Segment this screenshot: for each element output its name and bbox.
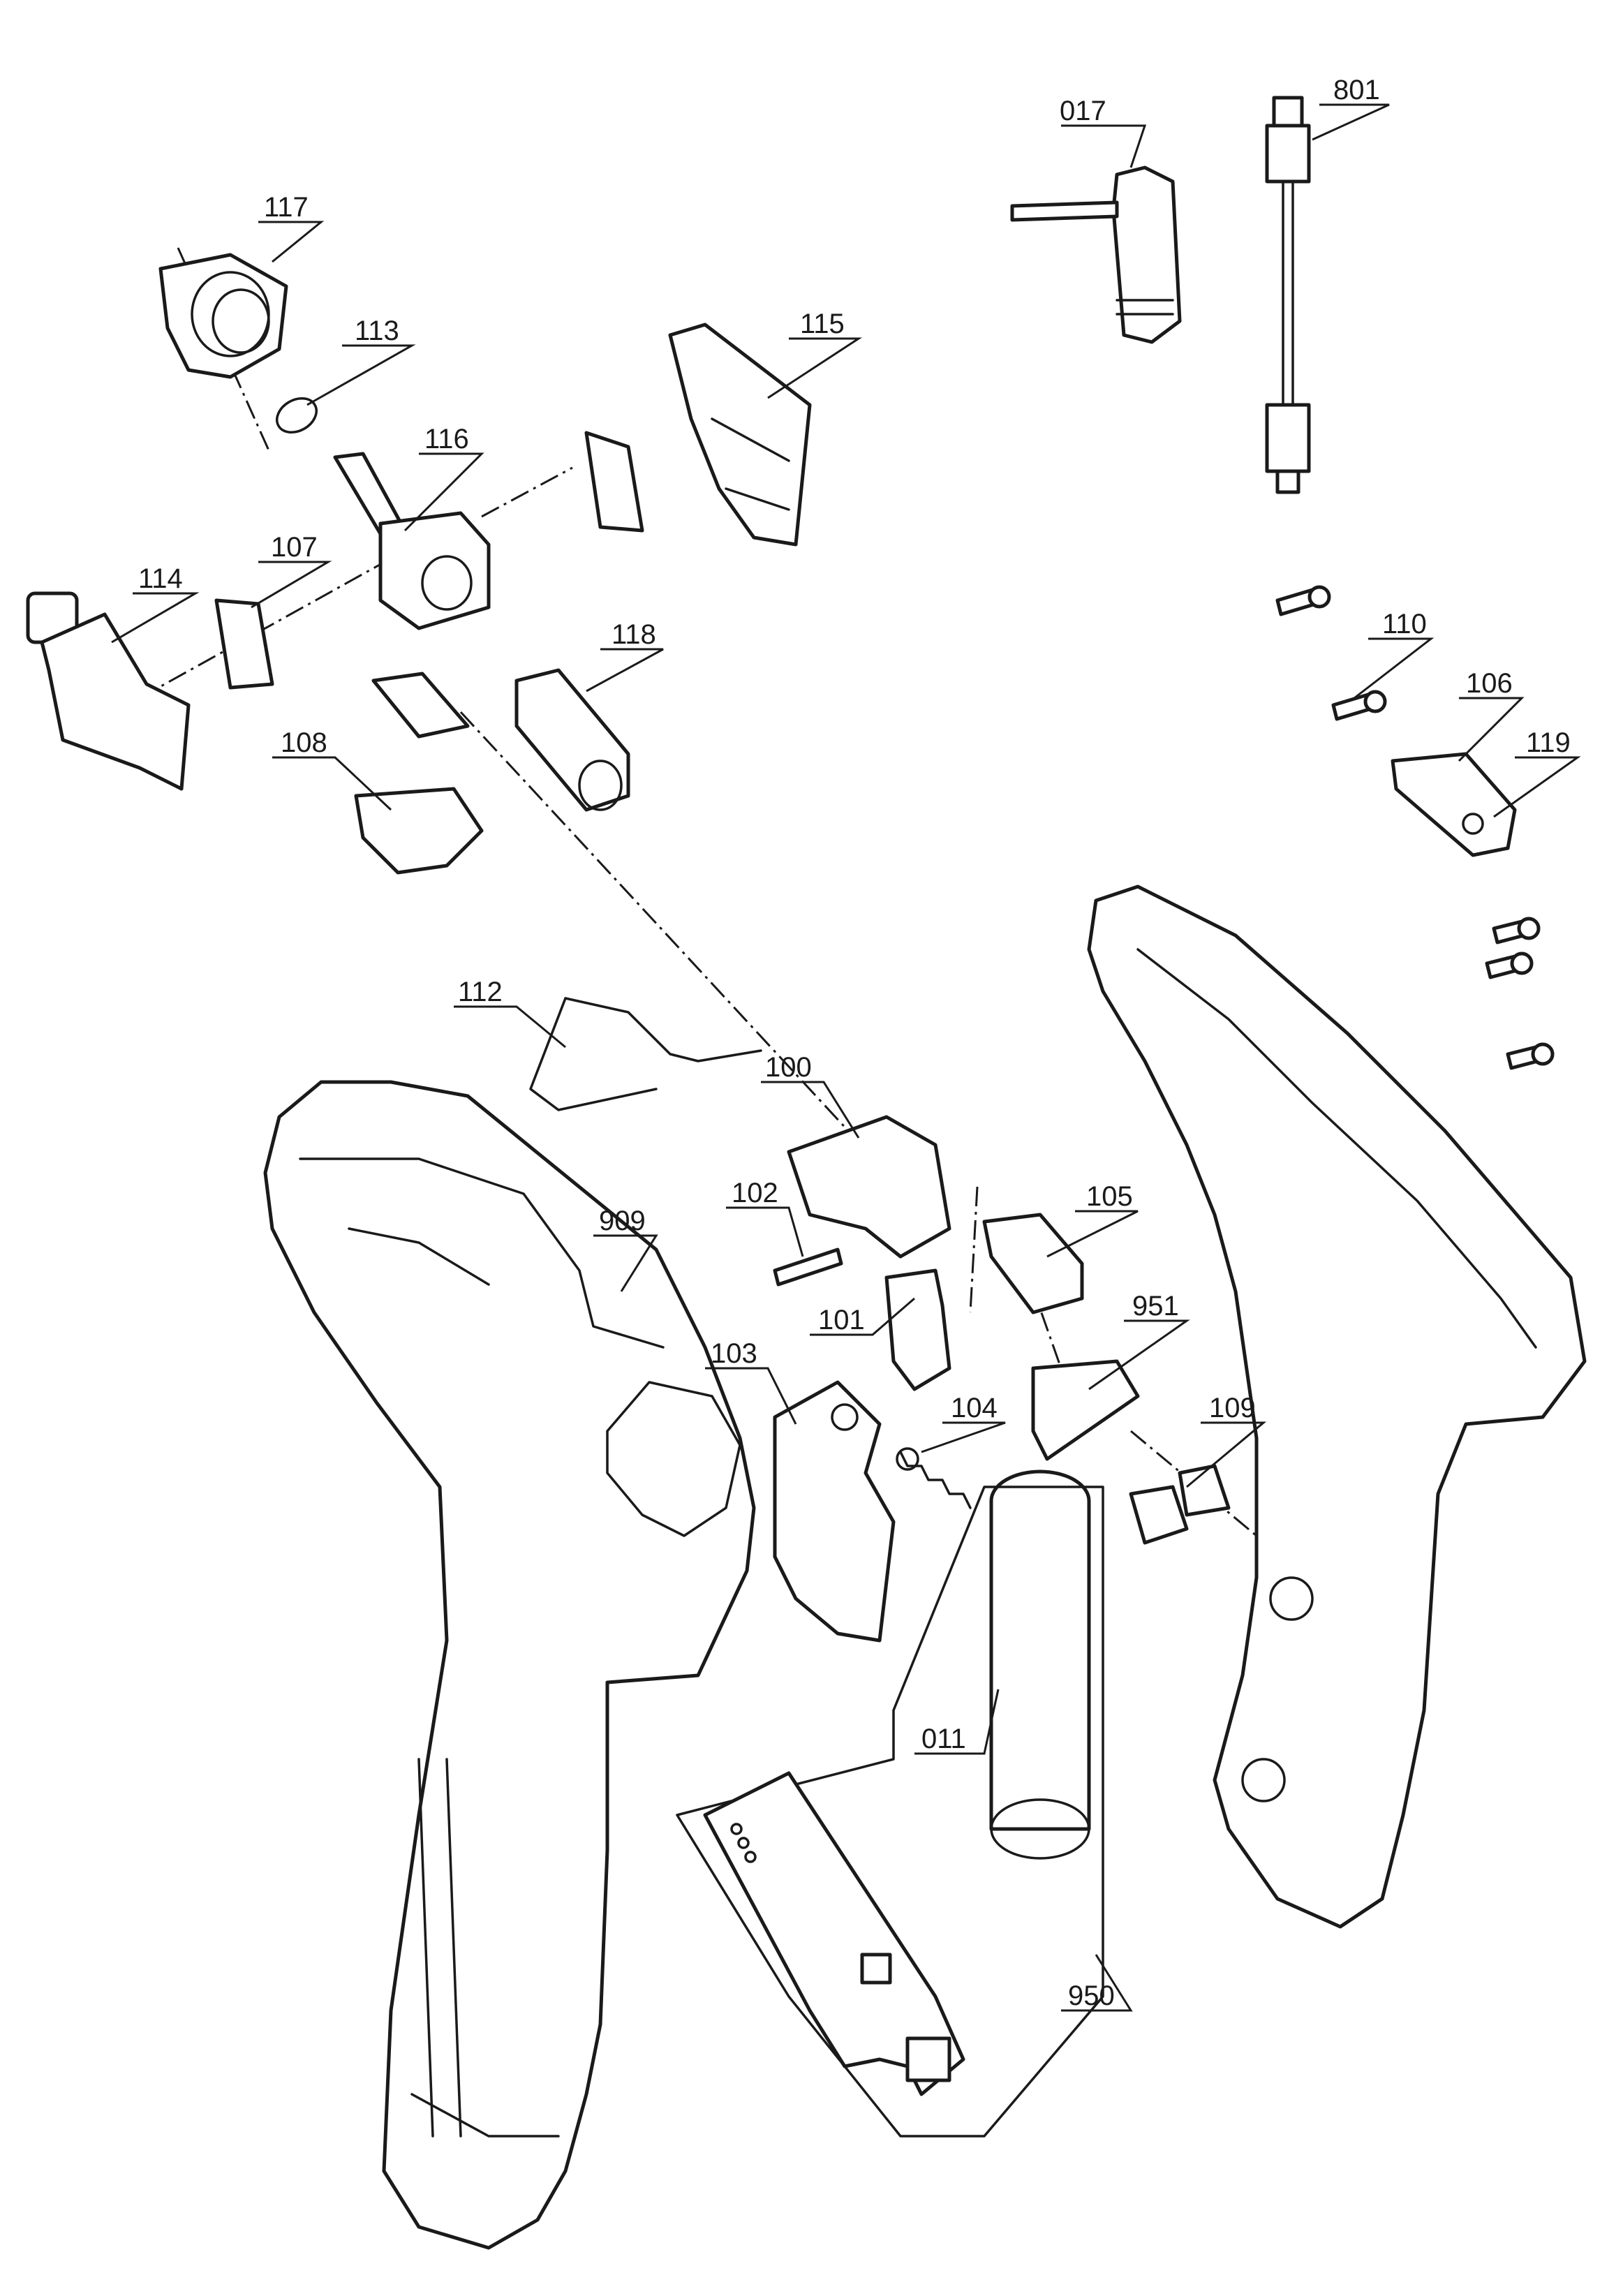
leader-lines: [111, 103, 1581, 2012]
label-114: 114: [138, 563, 183, 594]
lens-block-part-116: [333, 452, 491, 630]
plate-part-107: [214, 598, 274, 690]
label-109: 109: [1209, 1393, 1256, 1423]
label-100: 100: [765, 1052, 812, 1083]
label-105: 105: [1086, 1181, 1133, 1212]
trigger-part-103: [773, 1380, 896, 1643]
switch-part-105: [982, 1213, 1084, 1314]
lever-part-101: [884, 1268, 951, 1391]
clip-part-108: [354, 787, 484, 875]
label-011: 011: [921, 1724, 966, 1754]
left-housing-part-909: [263, 1080, 756, 2250]
label-115: 115: [800, 309, 845, 339]
right-housing-part: [1087, 884, 1587, 1929]
label-106: 106: [1466, 668, 1513, 699]
part-number-labels: 017 801 117 113 115 116 107 114 118 108 …: [138, 75, 1571, 2011]
pin-part-102: [773, 1247, 843, 1287]
label-112: 112: [458, 977, 503, 1007]
assembly-axis-lines: [139, 247, 1257, 1537]
charger-part-017: [1010, 165, 1182, 344]
terminal-part-951: [1031, 1359, 1140, 1461]
battery-part-011: [989, 1469, 1091, 1860]
plate-part: [584, 431, 644, 533]
lens-sleeve-part-118: [514, 668, 630, 812]
pcb-part-950: [676, 1486, 1104, 2138]
label-117: 117: [264, 192, 309, 223]
spring-part-104: [896, 1447, 972, 1509]
screws-part-110: [1275, 585, 1555, 1070]
label-110: 110: [1382, 609, 1427, 639]
label-116: 116: [424, 424, 469, 454]
label-909: 909: [599, 1206, 646, 1236]
ring-part-113: [276, 397, 318, 434]
cap-part-117: [158, 253, 288, 379]
label-108: 108: [281, 727, 327, 758]
label-104: 104: [951, 1393, 998, 1423]
label-103: 103: [711, 1338, 757, 1369]
switch-cover-part-100: [787, 1115, 951, 1259]
label-102: 102: [732, 1178, 778, 1208]
label-113: 113: [355, 316, 399, 346]
label-107: 107: [271, 532, 318, 563]
holder-part-115: [668, 323, 812, 547]
label-801: 801: [1333, 75, 1380, 105]
blocks-part-109: [1129, 1464, 1231, 1545]
nozzle-housing-part-114: [26, 591, 191, 791]
label-017: 017: [1060, 96, 1106, 126]
label-119: 119: [1526, 727, 1571, 758]
label-950: 950: [1068, 1980, 1115, 2011]
wire-spring-part-112: [529, 997, 762, 1111]
label-951: 951: [1132, 1291, 1179, 1321]
usb-cable-part-801: [1265, 96, 1311, 494]
clamp-part-106: [1391, 752, 1517, 857]
label-118: 118: [612, 619, 656, 650]
label-101: 101: [818, 1305, 865, 1335]
thermal-pad-part: [371, 672, 470, 739]
